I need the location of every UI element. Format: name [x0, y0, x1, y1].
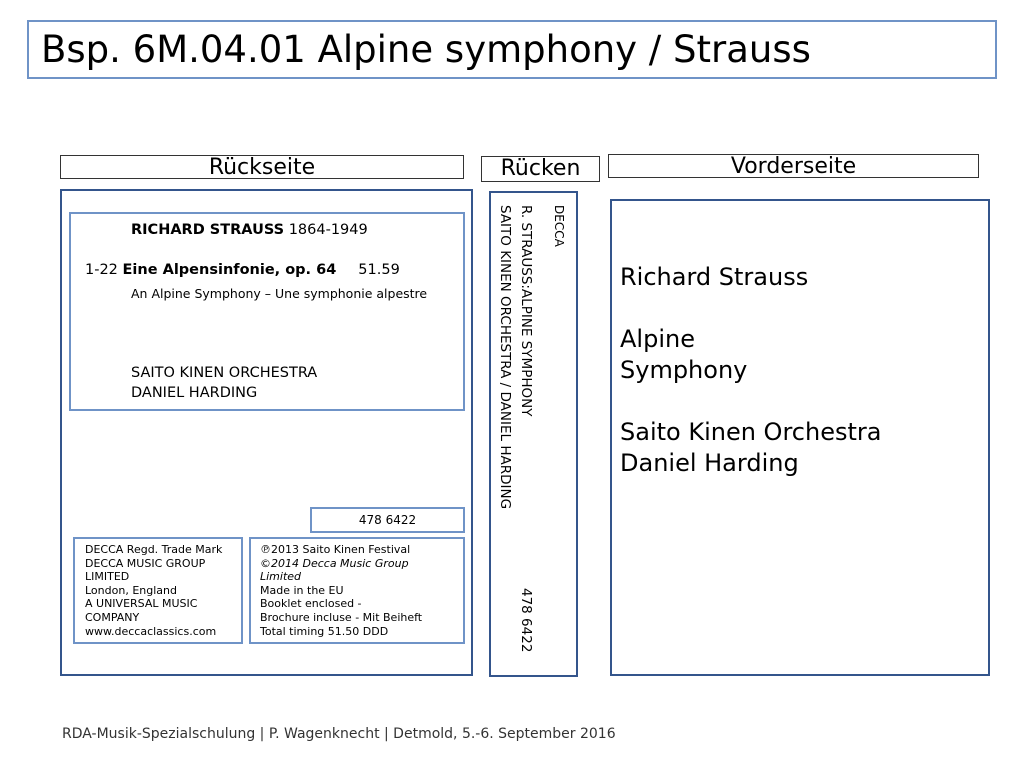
copyright-notice: ©2014 Decca Music Group — [260, 556, 409, 570]
section-label-back: Rückseite — [60, 155, 464, 180]
track-range: 1-22 — [85, 262, 123, 278]
made-in-notice: Made in the EU — [260, 583, 344, 597]
front-cover-panel — [610, 199, 990, 676]
footer-text: RDA-Musik-Spezialschulung | P. Wagenknec… — [62, 726, 616, 742]
work-subtitle: An Alpine Symphony – Une symphonie alpes… — [131, 286, 428, 301]
section-label-spine: Rücken — [481, 156, 600, 182]
front-work-line1: Alpine — [620, 325, 695, 353]
label-info-line: COMPANY — [85, 610, 140, 624]
composer-name: RICHARD STRAUSS — [131, 222, 285, 238]
copyright-notice-cont: Limited — [260, 570, 302, 584]
front-spacer — [620, 293, 881, 324]
orchestra-name: SAITO KINEN ORCHESTRA — [131, 365, 318, 381]
booklet-notice: Booklet enclosed - — [260, 597, 362, 611]
brochure-notice: Brochure incluse - Mit Beiheft — [260, 610, 423, 624]
front-work-line2: Symphony — [620, 356, 748, 384]
front-spacer — [620, 386, 881, 417]
work-title: Eine Alpensinfonie, op. 64 — [122, 262, 337, 278]
front-composer: Richard Strauss — [620, 263, 809, 291]
section-label-front: Vorderseite — [608, 154, 979, 179]
composer-line: RICHARD STRAUSS 1864-1949 — [131, 222, 368, 238]
label-info-line: London, England — [85, 583, 177, 597]
label-info-line: LIMITED — [85, 570, 130, 584]
slide-title: Bsp. 6M.04.01 Alpine symphony / Strauss — [41, 28, 811, 71]
front-orchestra: Saito Kinen Orchestra — [620, 418, 882, 446]
total-timing: Total timing 51.50 DDD — [260, 624, 389, 638]
conductor-name: DANIEL HARDING — [131, 385, 258, 401]
spine-panel — [489, 191, 578, 677]
catalog-number-box: 478 6422 — [310, 507, 465, 533]
spine-performers: SAITO KINEN ORCHESTRA / DANIEL HARDING — [497, 205, 513, 510]
front-conductor: Daniel Harding — [620, 449, 799, 477]
track-line: 1-22 Eine Alpensinfonie, op. 64 51.59 — [85, 262, 400, 278]
front-cover-text: Richard Strauss Alpine Symphony Saito Ki… — [620, 262, 881, 479]
composer-dates: 1864-1949 — [284, 222, 368, 238]
label-website: www.deccaclassics.com — [85, 624, 217, 638]
label-info-line: A UNIVERSAL MUSIC — [85, 597, 198, 611]
spine-catalog-number: 478 6422 — [518, 588, 534, 653]
title-box: Bsp. 6M.04.01 Alpine symphony / Strauss — [27, 20, 997, 79]
tracklist-box: RICHARD STRAUSS 1864-1949 1-22 Eine Alpe… — [69, 212, 465, 411]
label-info-box: DECCA Regd. Trade Mark DECCA MUSIC GROUP… — [73, 537, 243, 644]
phonogram-notice: ℗2013 Saito Kinen Festival — [260, 543, 411, 556]
label-info-line: DECCA MUSIC GROUP — [85, 556, 206, 570]
rights-box: ℗2013 Saito Kinen Festival ©2014 Decca M… — [249, 537, 465, 644]
spine-label-name: DECCA — [552, 205, 566, 247]
label-info-line: DECCA Regd. Trade Mark — [85, 543, 223, 556]
spine-title: R. STRAUSS:ALPINE SYMPHONY — [518, 205, 534, 417]
track-duration: 51.59 — [358, 262, 400, 278]
